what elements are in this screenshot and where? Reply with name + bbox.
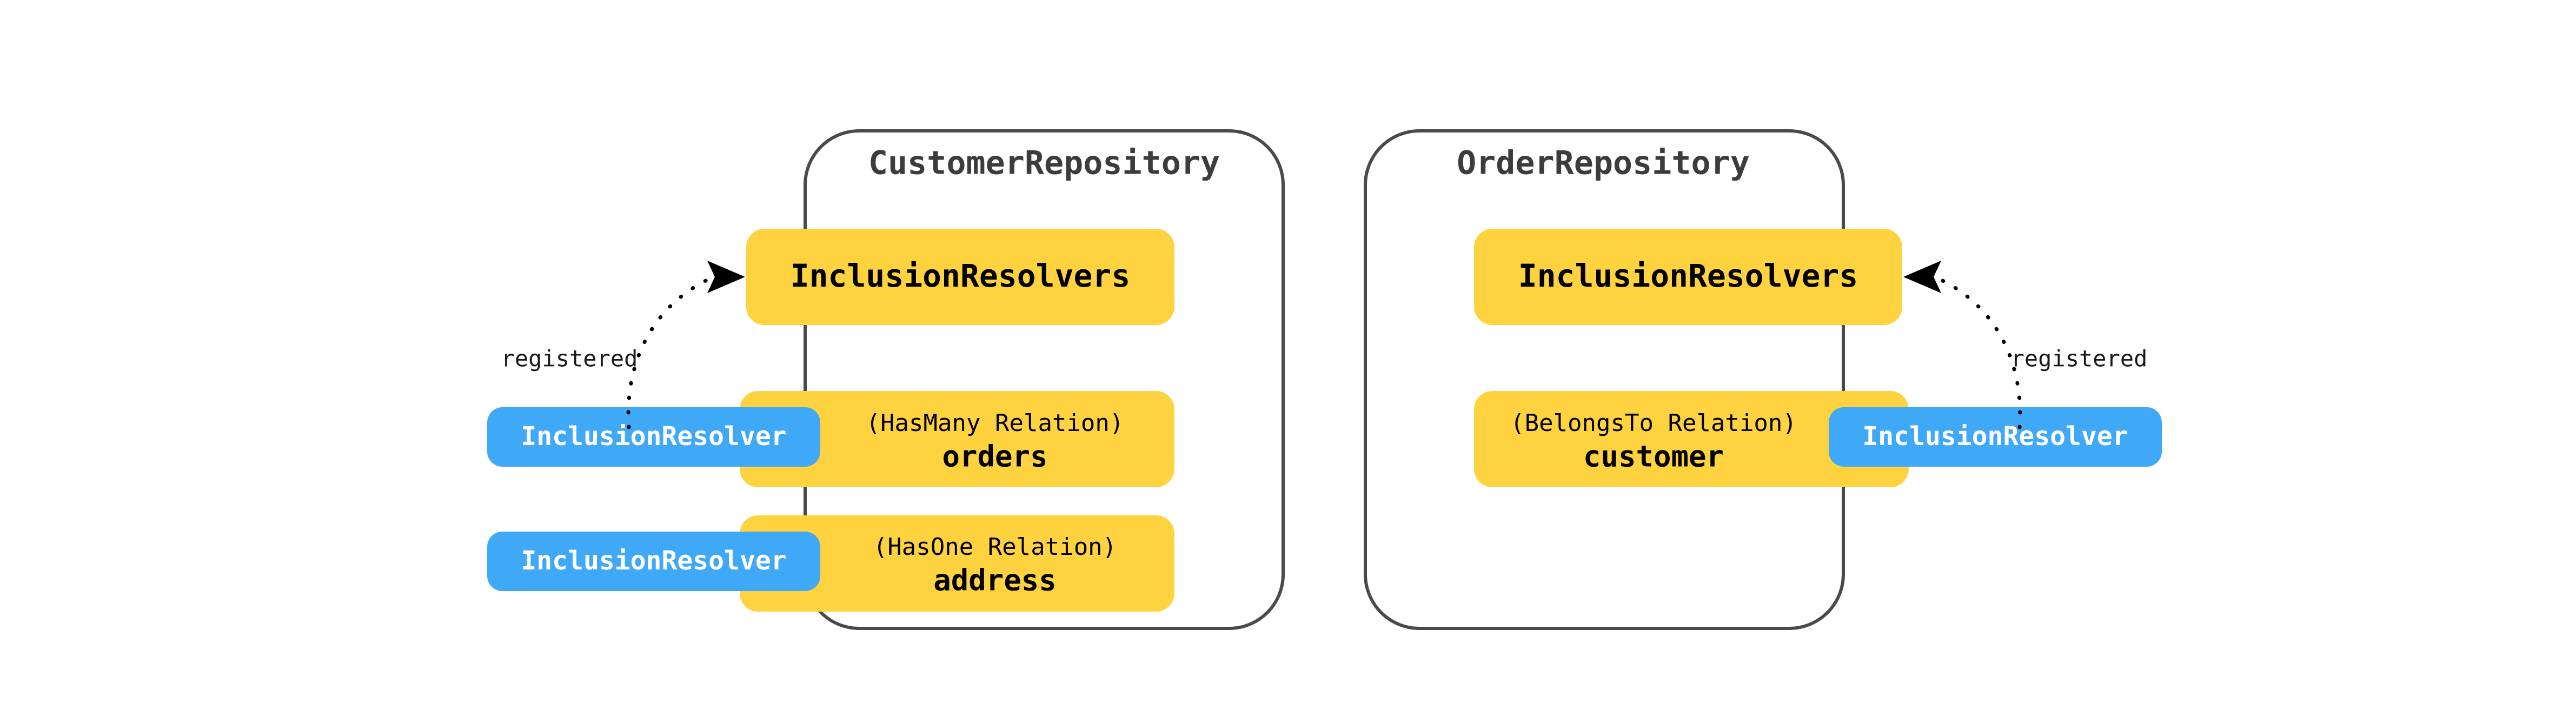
panel-order-repository: OrderRepository — [1364, 129, 1845, 630]
registration-edge-label-left: registered — [501, 346, 638, 372]
relation-box-rect-address[interactable] — [740, 515, 1174, 612]
inclusion-resolver-chip-orders[interactable]: InclusionResolver — [487, 407, 820, 467]
relation-box-address[interactable]: (HasOne Relation) address — [740, 515, 1174, 612]
inclusion-resolver-chip-rect-orders[interactable] — [487, 407, 820, 467]
panel-customer-repository: CustomerRepository — [804, 129, 1285, 630]
relation-name-customer: customer — [1583, 440, 1724, 474]
inclusion-resolver-chip-customer[interactable]: InclusionResolver — [1829, 407, 2162, 467]
relation-box-rect-orders[interactable] — [740, 391, 1174, 487]
registration-edge-right: registered — [1903, 261, 2148, 429]
relation-box-rect-customer[interactable] — [1474, 391, 1909, 487]
resolvers-box-customer-repository[interactable]: InclusionResolvers — [746, 229, 1174, 325]
panel-title-customer-repository: CustomerRepository — [868, 144, 1220, 182]
inclusion-resolver-chip-label-orders: InclusionResolver — [521, 421, 786, 452]
relation-kind-orders: (HasMany Relation) — [866, 409, 1124, 437]
registration-edge-arrowhead-left — [707, 261, 745, 293]
inclusion-resolver-chip-label-customer: InclusionResolver — [1862, 421, 2128, 452]
registration-edge-path-right — [1933, 275, 2022, 429]
panel-title-order-repository: OrderRepository — [1457, 144, 1750, 182]
relation-box-customer[interactable]: (BelongsTo Relation) customer — [1474, 391, 1909, 487]
resolvers-box-rect-order[interactable] — [1474, 229, 1902, 325]
registration-edge-left: registered — [501, 261, 745, 429]
resolvers-box-label: InclusionResolvers — [791, 257, 1131, 294]
relation-kind-customer: (BelongsTo Relation) — [1510, 409, 1797, 437]
registration-edge-arrowhead-right — [1903, 261, 1941, 293]
resolvers-box-order-repository[interactable]: InclusionResolvers — [1474, 229, 1902, 325]
inclusion-resolver-chip-address[interactable]: InclusionResolver — [487, 532, 820, 591]
relation-name-address: address — [933, 563, 1057, 598]
resolvers-box-label-order: InclusionResolvers — [1518, 257, 1858, 294]
resolvers-box-rect[interactable] — [746, 229, 1174, 325]
relation-kind-address: (HasOne Relation) — [873, 533, 1117, 561]
inclusion-resolver-chip-label-address: InclusionResolver — [521, 546, 786, 576]
registration-edge-path-left — [626, 275, 716, 429]
panel-outline-customer-repository — [804, 129, 1285, 630]
relation-name-orders: orders — [942, 440, 1047, 474]
inclusion-resolver-chip-rect-customer[interactable] — [1829, 407, 2162, 467]
relation-box-orders[interactable]: (HasMany Relation) orders — [740, 391, 1174, 487]
panel-outline-order-repository — [1364, 129, 1845, 630]
inclusion-resolver-chip-rect-address[interactable] — [487, 532, 820, 591]
registration-edge-label-right: registered — [2011, 346, 2148, 372]
